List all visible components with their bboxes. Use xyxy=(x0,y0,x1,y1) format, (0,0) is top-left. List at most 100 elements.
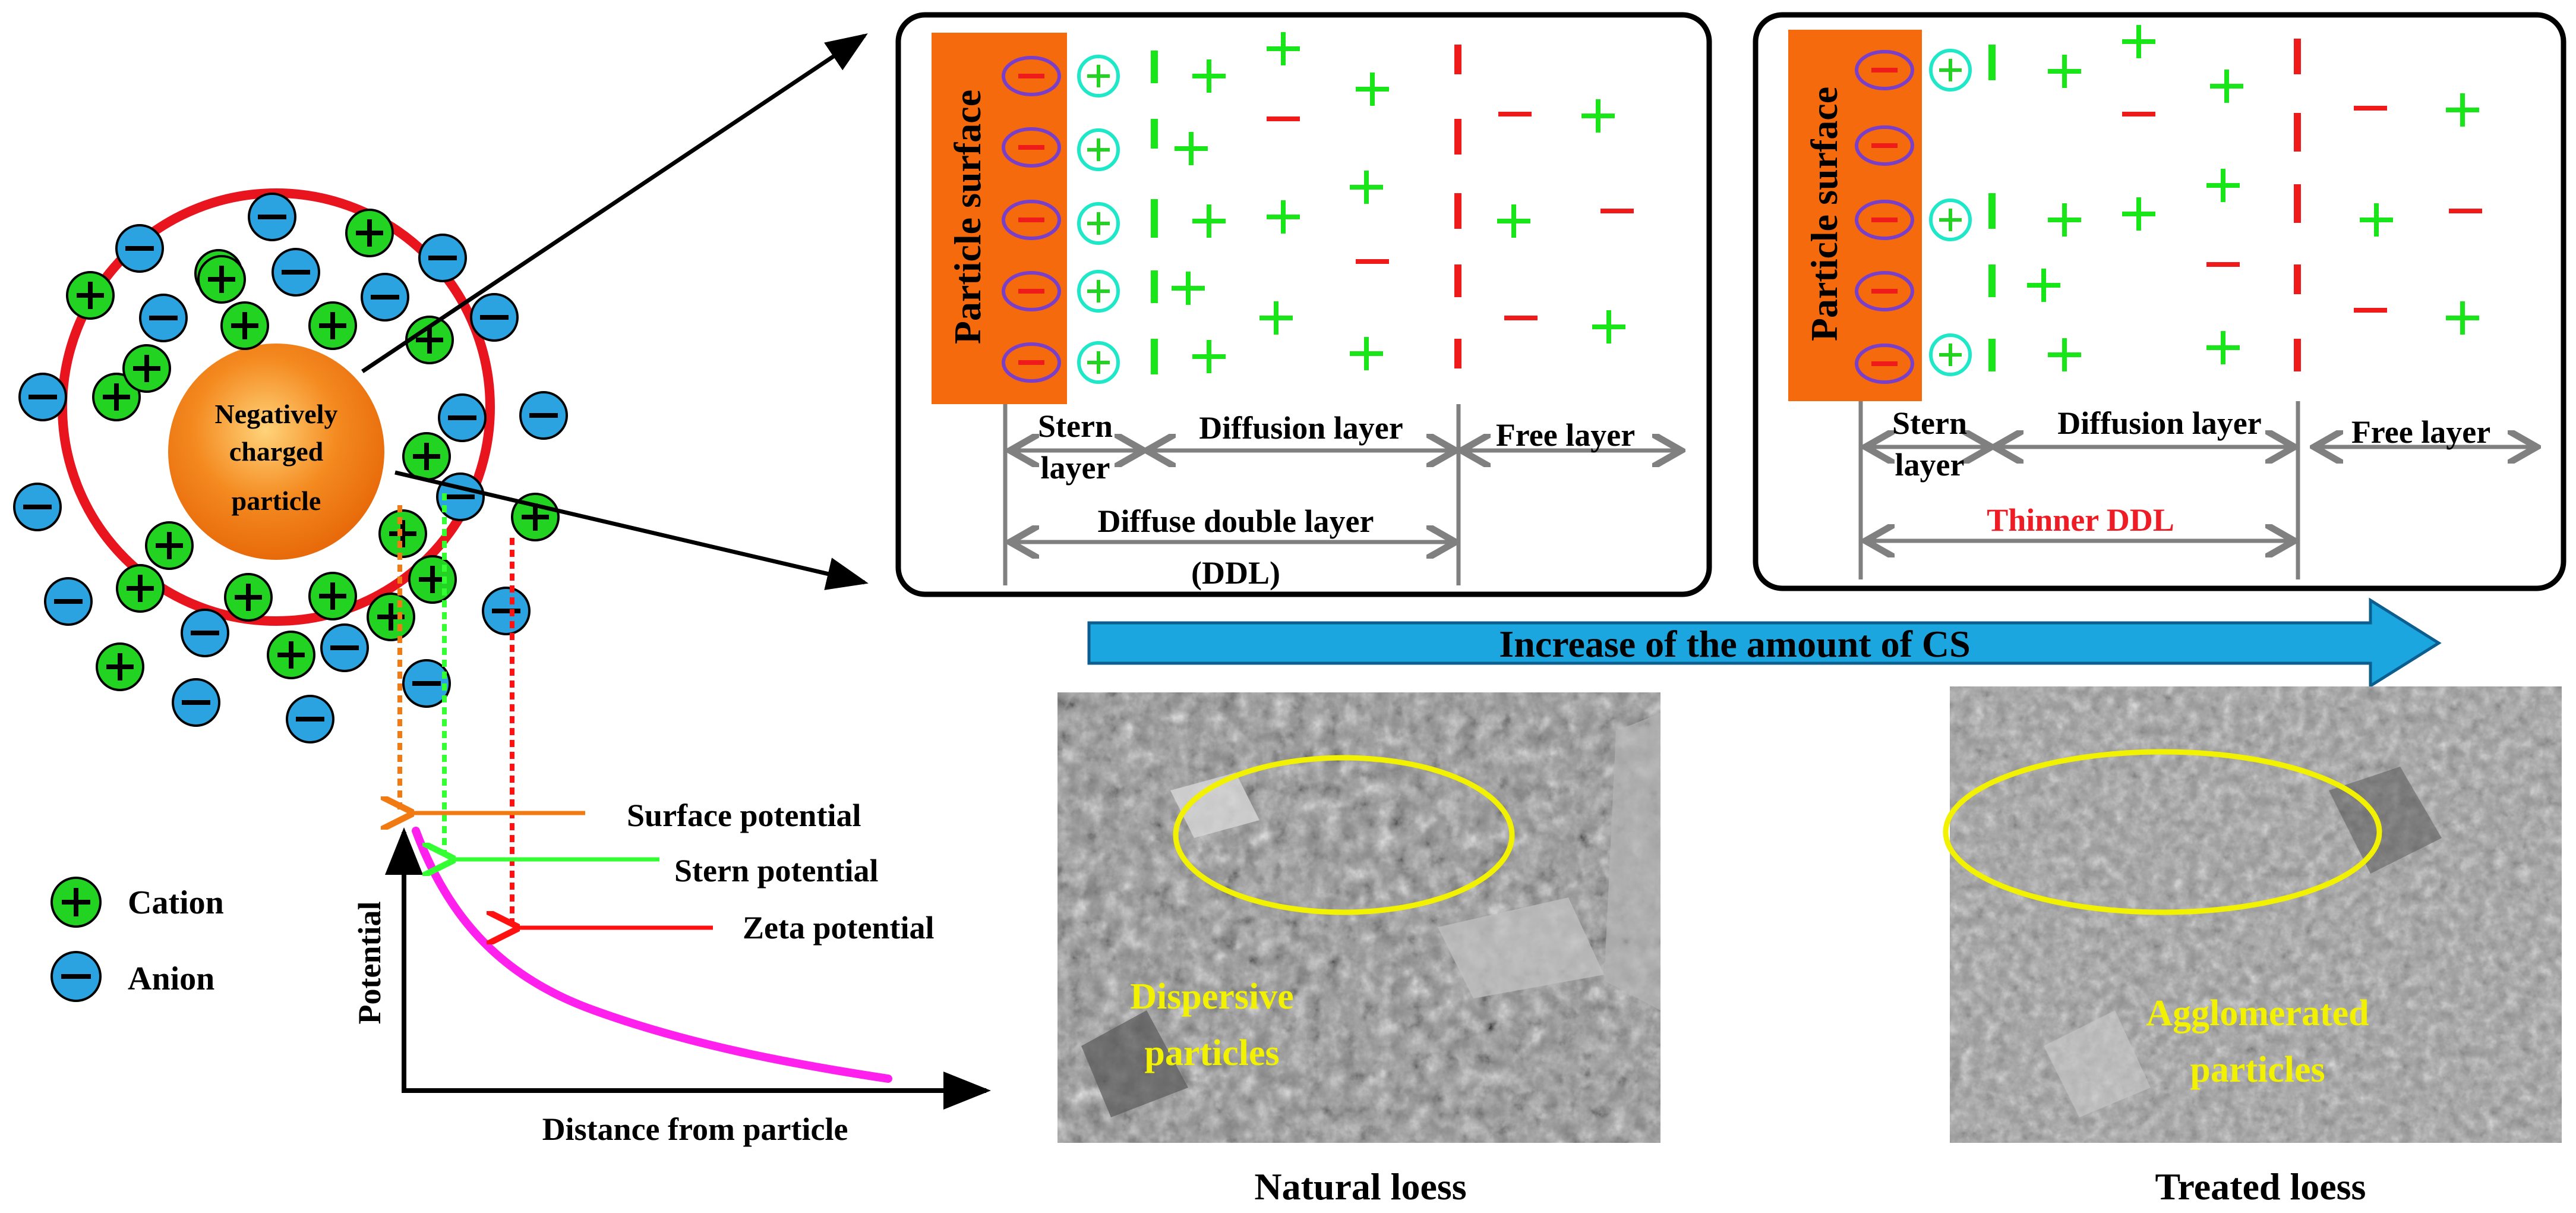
cation-label: Cation xyxy=(128,884,224,921)
cation-icon xyxy=(367,593,415,641)
cation-sign xyxy=(1497,204,1530,238)
sem-treated-annotation-line-2: particles xyxy=(2190,1050,2325,1090)
cation-sign xyxy=(1356,73,1389,106)
cation-icon xyxy=(220,301,269,350)
cation-icon xyxy=(145,521,194,570)
cation-icon xyxy=(308,572,357,620)
cation-sign xyxy=(2210,70,2243,103)
particle-diagram: Negatively charged particle xyxy=(13,188,568,743)
cation-icon xyxy=(122,344,171,393)
particle-label-line-3: particle xyxy=(232,486,321,516)
anion-icon xyxy=(115,224,164,273)
cation-sign xyxy=(1192,59,1226,93)
surface-charge-icon xyxy=(1855,271,1914,311)
cation-icon xyxy=(96,642,144,691)
particle-core xyxy=(168,344,384,560)
surface-charge-icon xyxy=(1002,127,1061,168)
sem-natural-annotation-line-2: particles xyxy=(1144,1033,1279,1073)
zoom-arrow-upper xyxy=(361,33,868,373)
surface-charge-icon xyxy=(1855,344,1914,384)
cation-sign xyxy=(1175,132,1208,165)
ddl-panel-treated: Particle surface Stern layer Diffusion l… xyxy=(1753,12,2566,591)
particle-label-line-1: Negatively xyxy=(215,399,338,429)
cation-sign xyxy=(2048,203,2081,237)
highlight-ellipse xyxy=(1173,755,1515,915)
cation-sign xyxy=(2446,301,2479,335)
highlight-ellipse xyxy=(1943,749,2382,915)
ddl-label-line-2: (DDL) xyxy=(1191,555,1280,591)
cation-sign xyxy=(1592,310,1625,344)
stern-cation-icon xyxy=(1929,333,1972,376)
cation-sign xyxy=(1581,99,1615,133)
cation-icon xyxy=(224,573,273,622)
sem-treated-caption: Treated loess xyxy=(2155,1165,2366,1208)
cation-icon xyxy=(308,301,357,350)
stern-layer-label-line-2: layer xyxy=(1041,450,1110,486)
cation-sign xyxy=(1267,32,1300,65)
cation-icon xyxy=(267,631,315,679)
stern-layer-label-line-1: Stern xyxy=(1038,408,1113,444)
cation-icon xyxy=(402,432,451,481)
stern-cation-icon xyxy=(1077,202,1120,245)
cation-sign xyxy=(2446,93,2479,127)
cation-icon xyxy=(405,316,454,364)
sem-natural: Dispersive particles Natural loess xyxy=(1057,692,1660,1208)
stern-cation-icon xyxy=(1077,341,1120,384)
zoom-arrow-lower xyxy=(394,470,869,590)
anion-icon xyxy=(18,373,67,421)
thinner-ddl-label: Thinner DDL xyxy=(1987,502,2174,538)
cation-sign xyxy=(1172,272,1205,305)
ddl-panel-natural: Particle surface Stern layer Diffusion l… xyxy=(895,12,1712,597)
cation-sign xyxy=(1350,337,1383,370)
stern-cation-icon xyxy=(1929,199,1972,241)
stern-cation-icon xyxy=(1077,55,1120,97)
stern-cation-icon xyxy=(1077,128,1120,171)
diffusion-layer-label: Diffusion layer xyxy=(2057,405,2262,441)
cation-sign xyxy=(2122,197,2155,231)
anion-icon xyxy=(13,483,62,531)
cation-sign xyxy=(1259,301,1293,335)
anion-icon xyxy=(519,391,568,440)
anion-icon xyxy=(248,193,296,241)
zeta-potential-label: Zeta potential xyxy=(743,910,934,946)
cation-icon xyxy=(345,209,394,257)
cation-sign xyxy=(1267,200,1300,234)
free-layer-label: Free layer xyxy=(1496,417,1635,453)
cation-sign xyxy=(2206,169,2240,202)
potential-decay-curve xyxy=(412,827,892,1083)
ion-distribution-natural xyxy=(1002,32,1634,384)
potential-y-axis-label: Potential xyxy=(352,902,387,1025)
cs-increase-label: Increase of the amount of CS xyxy=(1499,623,1970,665)
cation-icon xyxy=(197,255,246,304)
surface-charge-icon xyxy=(1002,271,1061,311)
sem-natural-annotation-line-1: Dispersive xyxy=(1130,976,1294,1017)
anion-icon xyxy=(418,234,467,282)
diffusion-layer-label: Diffusion layer xyxy=(1199,410,1403,446)
cation-sign xyxy=(2048,338,2081,371)
cation-sign xyxy=(1192,204,1226,238)
anion-icon xyxy=(50,951,102,1002)
anion-icon xyxy=(172,678,220,727)
stern-cation-icon xyxy=(1929,49,1972,92)
surface-charge-icon xyxy=(1002,342,1061,383)
anion-icon xyxy=(402,659,451,708)
cation-icon xyxy=(50,877,102,928)
cation-icon xyxy=(408,555,457,604)
surface-potential-label: Surface potential xyxy=(627,798,861,833)
stern-cation-icon xyxy=(1077,270,1120,313)
potential-plot: Surface potential Stern potential Zeta p… xyxy=(352,798,991,1147)
anion-icon xyxy=(139,294,188,342)
particle-surface-label: Particle surface xyxy=(946,90,989,344)
cation-sign xyxy=(2027,269,2060,302)
cation-icon xyxy=(378,509,427,558)
cation-sign xyxy=(2206,331,2240,364)
particle-surface-label: Particle surface xyxy=(1803,87,1845,341)
sem-treated-annotation-line-1: Agglomerated xyxy=(2146,993,2369,1034)
surface-charge-icon xyxy=(1855,50,1914,90)
surface-charge-icon xyxy=(1855,200,1914,240)
ion-distribution-treated xyxy=(1855,25,2482,384)
cation-sign xyxy=(1350,171,1383,204)
cation-sign xyxy=(1192,340,1226,373)
surface-charge-icon xyxy=(1855,125,1914,166)
